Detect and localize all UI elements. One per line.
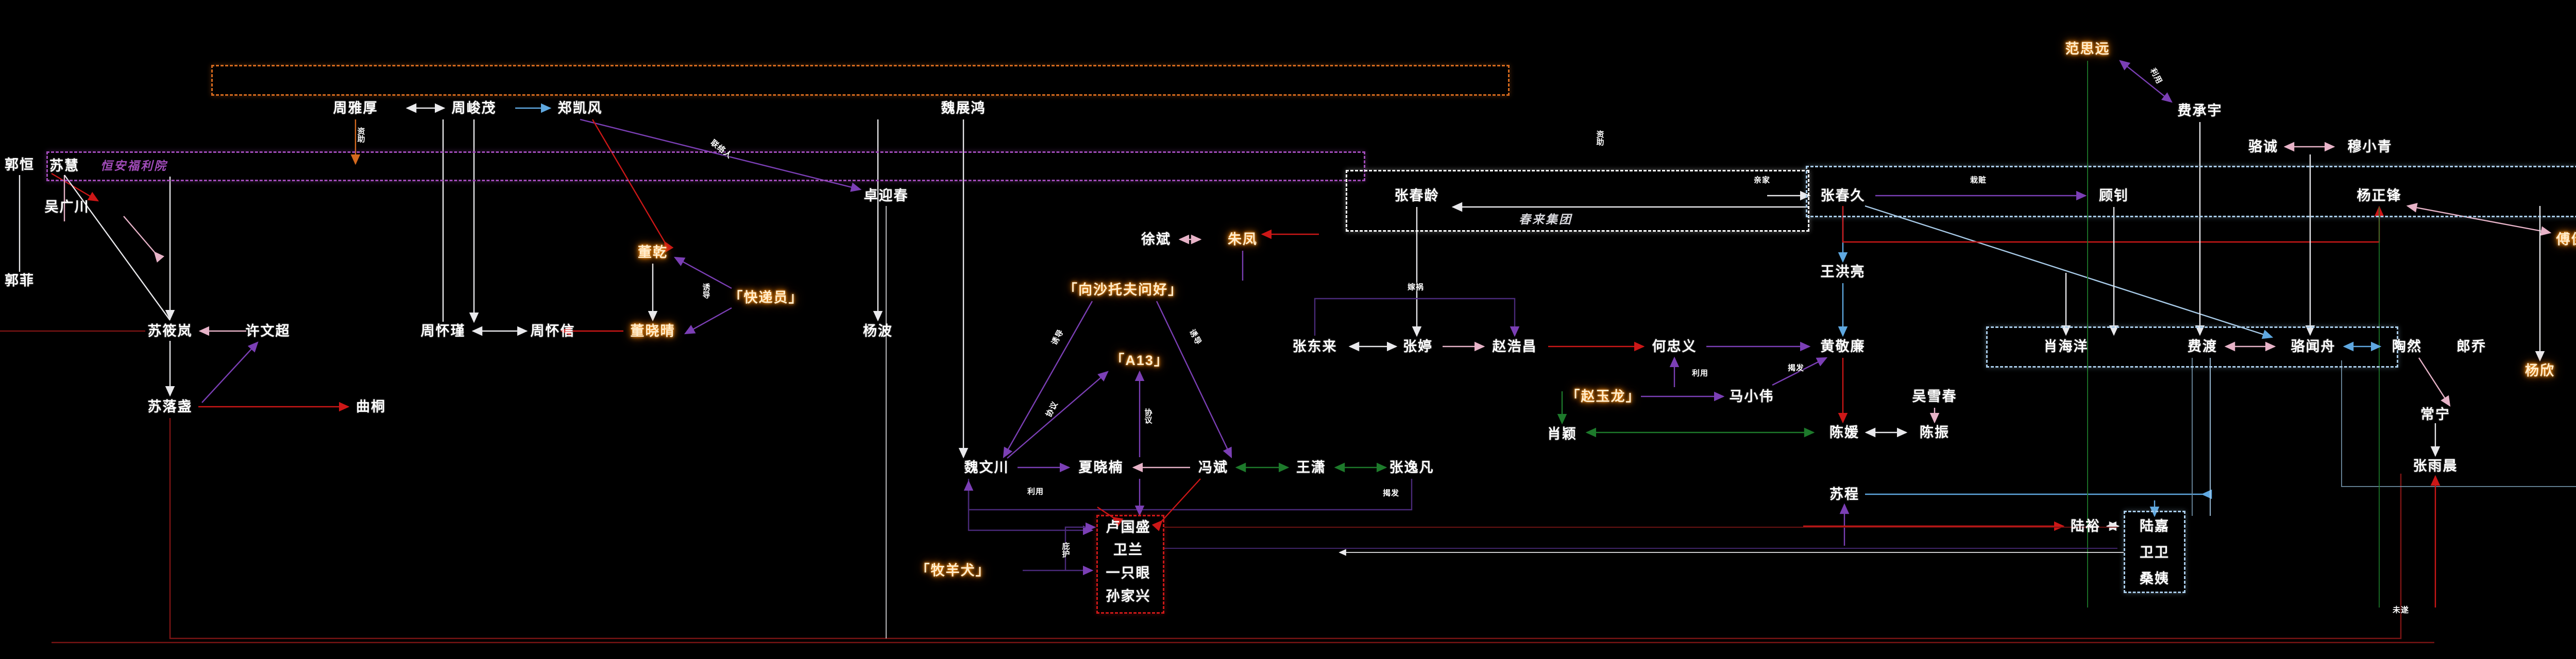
node-hezhongyi[interactable]: 何忠义 xyxy=(1652,338,1697,354)
node-wuxuechun[interactable]: 吴雪春 xyxy=(1912,388,1957,404)
node-zhaohaochang[interactable]: 赵浩昌 xyxy=(1492,338,1537,354)
node-langqiao[interactable]: 郎乔 xyxy=(2456,338,2486,354)
node-weiwenchuan[interactable]: 魏文川 xyxy=(964,459,1009,475)
node-xiaoying[interactable]: 肖颖 xyxy=(1547,426,1577,442)
node-dongxiaoqing[interactable]: 董晓晴 xyxy=(630,323,675,339)
node-sunjiaxing[interactable]: 孙家兴 xyxy=(1106,588,1151,604)
edge-label-el-liyong-wei: 利用 xyxy=(1027,487,1044,496)
edge-label-el-jiahuo: 嫁祸 xyxy=(1407,283,1425,292)
node-fujiahui[interactable]: 傅佳慧 xyxy=(2556,231,2576,247)
node-changning[interactable]: 常宁 xyxy=(2420,406,2450,422)
edge-label-el-liyong-zhao: 利用 xyxy=(1691,369,1709,378)
node-zhuoyingchun[interactable]: 卓迎春 xyxy=(863,187,909,203)
node-suluozhan[interactable]: 苏落盏 xyxy=(147,398,193,414)
node-xiangshatuofu[interactable]: 「向沙托夫问好」 xyxy=(1063,282,1183,298)
edge-label-el-zaizang: 栽赃 xyxy=(1970,176,1987,185)
node-feidu[interactable]: 费渡 xyxy=(2188,338,2217,354)
node-lujia[interactable]: 陆嘉 xyxy=(2140,518,2170,534)
edge-label-el-jiefa-wang: 揭发 xyxy=(1382,489,1400,498)
node-zhangyuchen[interactable]: 张雨晨 xyxy=(2413,458,2458,474)
node-muxiaoqing[interactable]: 穆小青 xyxy=(2347,138,2393,154)
node-a13[interactable]: 「A13」 xyxy=(1110,352,1169,368)
node-wuguangchuan[interactable]: 吴广川 xyxy=(44,199,90,215)
node-kuaidiyuan[interactable]: 「快递员」 xyxy=(728,289,804,305)
node-sucheng[interactable]: 苏程 xyxy=(1829,486,1859,502)
node-luocheng[interactable]: 骆诚 xyxy=(2248,138,2278,154)
node-zhouhuaixin[interactable]: 周怀信 xyxy=(530,323,575,339)
node-zhouhuaijin[interactable]: 周怀瑾 xyxy=(420,323,466,339)
node-weiwei[interactable]: 卫卫 xyxy=(2140,544,2170,560)
node-fengbin[interactable]: 冯斌 xyxy=(1198,459,1228,475)
node-taoran[interactable]: 陶然 xyxy=(2392,338,2422,354)
node-feichengyu[interactable]: 费承宇 xyxy=(2177,102,2223,118)
edge-label-el-xieyi-r: 协议 xyxy=(1143,408,1153,424)
edge-label-el-pihu: 庇护 xyxy=(1061,542,1070,558)
group-box-gangster-box xyxy=(1096,515,1164,614)
node-luowenzhou[interactable]: 骆闻舟 xyxy=(2291,338,2336,354)
node-zhaoyulong[interactable]: 「赵玉龙」 xyxy=(1566,388,1641,404)
node-maxiaowei[interactable]: 马小伟 xyxy=(1729,388,1774,404)
node-yangzhengfeng[interactable]: 杨正锋 xyxy=(2357,187,2402,203)
edge-label-el-weisui: 未遂 xyxy=(2392,605,2410,615)
node-xiaxiaonan[interactable]: 夏晓楠 xyxy=(1078,459,1124,475)
group-box-police-mid xyxy=(1986,326,2398,368)
node-qutong[interactable]: 曲桐 xyxy=(356,398,386,414)
node-suhui[interactable]: 苏慧 xyxy=(49,158,79,174)
node-luguosheng[interactable]: 卢国盛 xyxy=(1106,519,1151,535)
node-yangxin[interactable]: 杨欣 xyxy=(2525,362,2555,378)
node-xubin[interactable]: 徐斌 xyxy=(1141,231,1171,247)
edge-label-el-youdao-dong: 诱导 xyxy=(701,283,710,299)
edge-label-el-zizhu-2: 资助 xyxy=(1595,130,1604,146)
node-guofei[interactable]: 郭菲 xyxy=(5,272,35,288)
node-zhengkaifeng[interactable]: 郑凯风 xyxy=(557,100,603,116)
node-zhangchunling[interactable]: 张春龄 xyxy=(1394,187,1439,203)
edge-label-el-qinjia: 亲家 xyxy=(1753,176,1771,185)
edge-label-el-xieyi-l: 协议 xyxy=(1044,400,1060,419)
node-dongqian[interactable]: 董乾 xyxy=(638,244,668,260)
node-xuwenchao[interactable]: 许文超 xyxy=(245,323,291,339)
node-zhufeng[interactable]: 朱凤 xyxy=(1228,231,1258,247)
node-fansiyuan[interactable]: 范思远 xyxy=(2065,41,2110,57)
node-mu-yang-quan[interactable]: 「牧羊犬」 xyxy=(916,562,991,578)
group-box-welfare-home xyxy=(46,151,1365,181)
node-zhouyahou[interactable]: 周雅厚 xyxy=(333,100,378,116)
node-weilan[interactable]: 卫兰 xyxy=(1113,542,1143,558)
node-chenyuan[interactable]: 陈媛 xyxy=(1829,424,1859,440)
node-zhangchunjiu[interactable]: 张春久 xyxy=(1820,187,1866,203)
group-label-chunlai-group: 春来集团 xyxy=(1519,213,1572,226)
node-sangyi[interactable]: 桑姨 xyxy=(2140,570,2170,586)
node-weizhanhong[interactable]: 魏展鸿 xyxy=(941,100,986,116)
edge-label-el-liyong-fan: 利用 xyxy=(2148,66,2164,86)
edge-label-el-zizhu-1: 资助 xyxy=(356,127,365,143)
node-guzhao[interactable]: 顾钊 xyxy=(2099,187,2129,203)
node-zhangting[interactable]: 张婷 xyxy=(1403,338,1433,354)
node-yizhiyan[interactable]: 一只眼 xyxy=(1106,565,1151,581)
node-huangjinglian[interactable]: 黄敬廉 xyxy=(1820,338,1866,354)
node-zhoujunmao[interactable]: 周峻茂 xyxy=(451,100,497,116)
edge-label-el-youdao-l: 诱导 xyxy=(1049,327,1066,347)
node-xiaohaiyang[interactable]: 肖海洋 xyxy=(2043,338,2089,354)
node-luyu[interactable]: 陆裕 xyxy=(2071,518,2100,534)
group-box-chunlai-group xyxy=(1346,170,1809,232)
node-zhangdonglai[interactable]: 张东来 xyxy=(1292,338,1337,354)
node-chenzhen[interactable]: 陈振 xyxy=(1920,424,1950,440)
node-suyunlan[interactable]: 苏筱岚 xyxy=(147,323,193,339)
node-zhangyifan[interactable]: 张逸凡 xyxy=(1389,459,1434,475)
edge-label-el-jiefa-ma: 揭发 xyxy=(1787,363,1805,373)
node-guoheng[interactable]: 郭恒 xyxy=(5,157,35,172)
group-box-zhou-group xyxy=(211,65,1510,96)
group-box-police-top xyxy=(1806,166,2576,217)
node-yangbo[interactable]: 杨波 xyxy=(863,323,893,339)
node-wanghongliang[interactable]: 王洪亮 xyxy=(1820,264,1866,280)
group-box-lu-family-box xyxy=(2124,511,2185,593)
edge-label-el-youdao-r: 诱导 xyxy=(1187,327,1204,347)
node-wangxiao[interactable]: 王潇 xyxy=(1296,459,1326,475)
group-label-welfare-home: 恒安福利院 xyxy=(100,160,167,172)
